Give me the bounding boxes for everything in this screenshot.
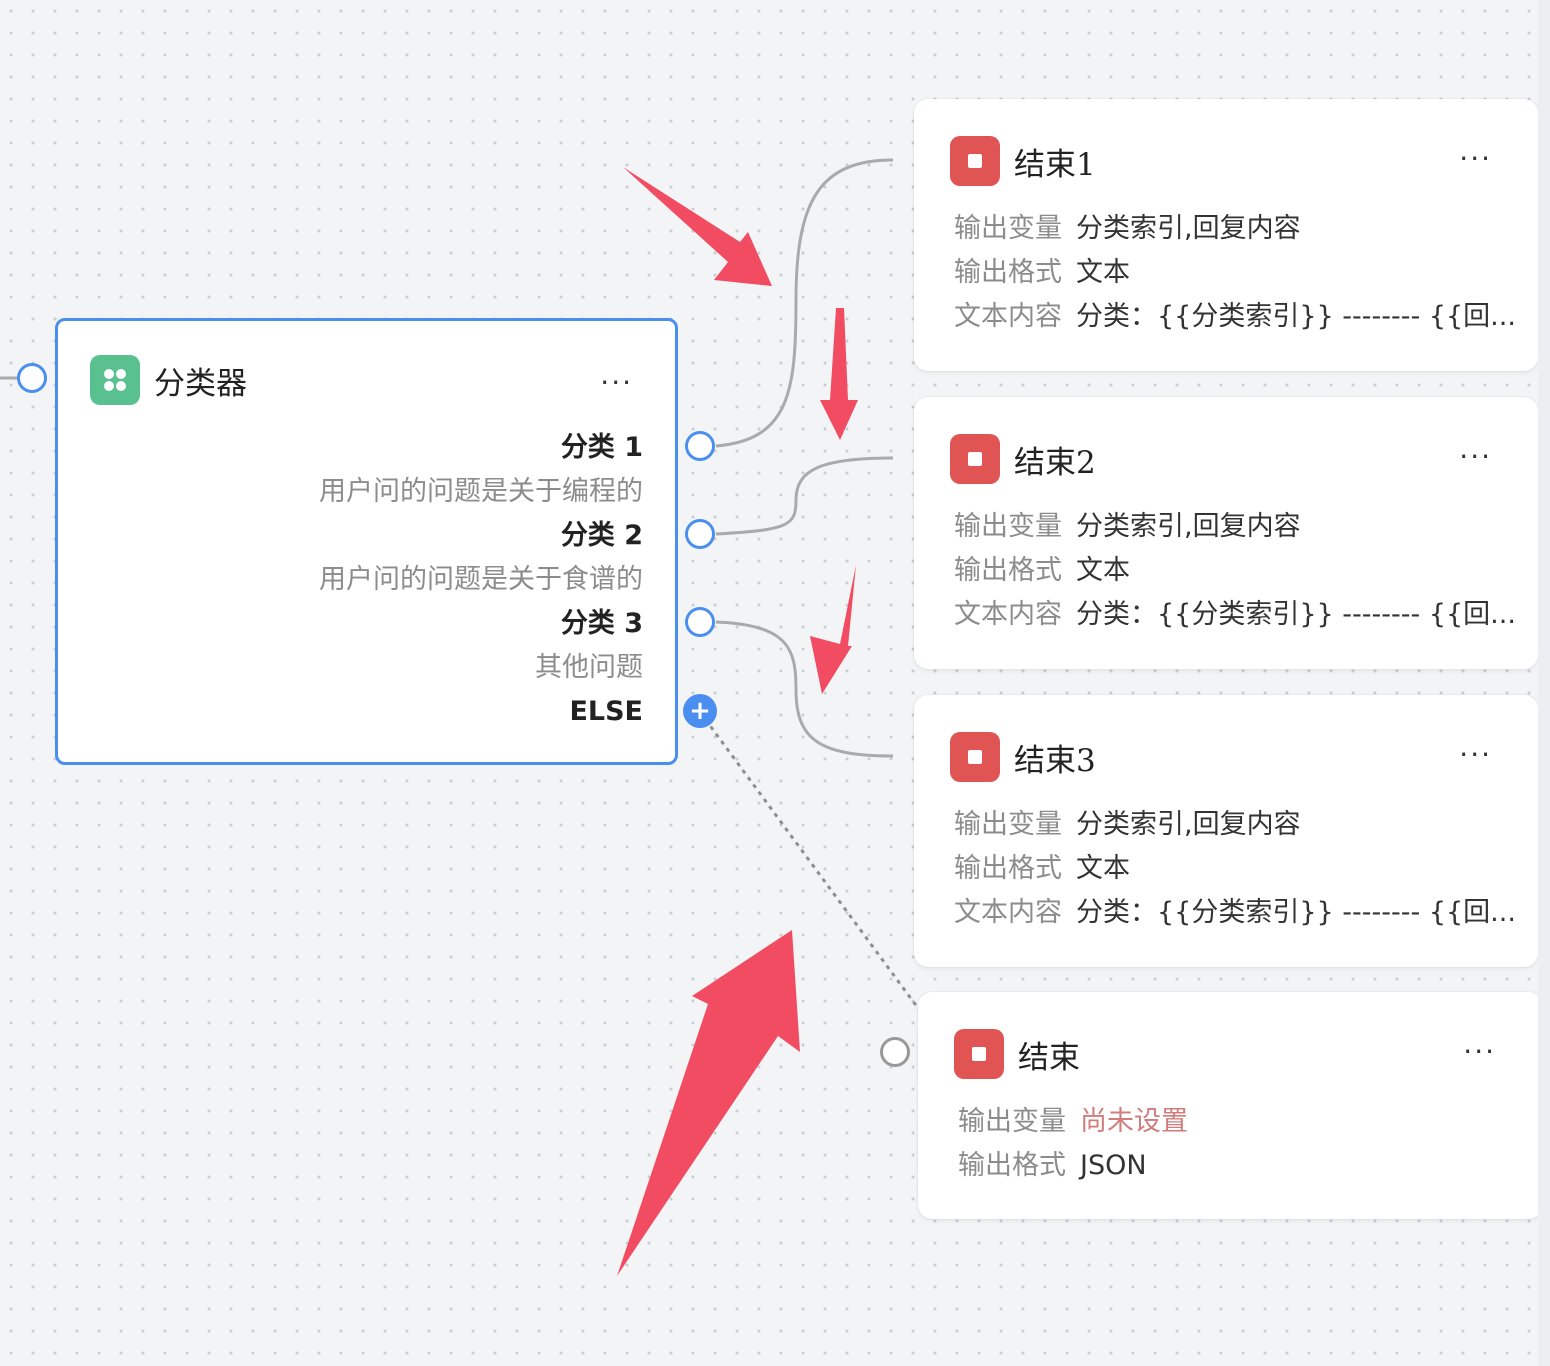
field-row: 输出格式文本	[954, 555, 1130, 586]
branch-2-output-port[interactable]	[685, 519, 715, 549]
stop-icon	[954, 1029, 1004, 1079]
branch-2-name: 分类 2	[560, 520, 643, 551]
stop-icon	[950, 136, 1000, 186]
field-row: 输出变量尚未设置	[958, 1106, 1188, 1137]
end-node-2-more-button[interactable]: ···	[1459, 440, 1492, 473]
edge-branch3-end3[interactable]	[715, 620, 894, 758]
classifier-input-port[interactable]	[17, 363, 47, 393]
end-node-1-header: 结束1	[950, 136, 1096, 186]
plus-icon: +	[689, 696, 711, 726]
end-node-3-more-button[interactable]: ···	[1459, 738, 1492, 771]
field-row: 输出变量分类索引,回复内容	[954, 809, 1301, 840]
end-node-1[interactable]: 结束1 ··· 输出变量分类索引,回复内容 输出格式文本 文本内容分类：{{分类…	[914, 99, 1538, 371]
classifier-more-button[interactable]: ···	[600, 366, 633, 399]
annotation-arrow-2	[820, 308, 858, 440]
canvas-edge-strip	[1538, 0, 1550, 1366]
classifier-node[interactable]: 分类器 ··· 分类 1 用户问的问题是关于编程的 分类 2 用户问的问题是关于…	[55, 318, 678, 765]
stop-icon	[950, 732, 1000, 782]
branch-3-name: 分类 3	[560, 608, 643, 639]
end-node-2-fields: 输出变量分类索引,回复内容 输出格式文本 文本内容分类：{{分类索引}} ---…	[954, 505, 1516, 637]
edge-branch2-end2[interactable]	[715, 456, 894, 536]
edge-branch1-end1[interactable]	[715, 158, 894, 448]
field-row: 文本内容分类：{{分类索引}} -------- {{回...	[954, 897, 1516, 928]
branch-1-desc: 用户问的问题是关于编程的	[319, 476, 643, 507]
end-node-3-title: 结束3	[1014, 742, 1096, 779]
end-node-2[interactable]: 结束2 ··· 输出变量分类索引,回复内容 输出格式文本 文本内容分类：{{分类…	[914, 397, 1538, 669]
end-node-2-title: 结束2	[1014, 444, 1096, 481]
field-row: 文本内容分类：{{分类索引}} -------- {{回...	[954, 301, 1516, 332]
branch-1-name: 分类 1	[560, 432, 643, 463]
end-node-2-header: 结束2	[950, 434, 1096, 484]
end-node-1-fields: 输出变量分类索引,回复内容 输出格式文本 文本内容分类：{{分类索引}} ---…	[954, 207, 1516, 339]
classifier-title: 分类器	[154, 365, 247, 402]
stop-icon	[950, 434, 1000, 484]
annotation-arrow-3	[810, 565, 856, 694]
branch-1-output-port[interactable]	[685, 431, 715, 461]
field-row: 输出变量分类索引,回复内容	[954, 511, 1301, 542]
end-node-3[interactable]: 结束3 ··· 输出变量分类索引,回复内容 输出格式文本 文本内容分类：{{分类…	[914, 695, 1538, 967]
end-node-3-fields: 输出变量分类索引,回复内容 输出格式文本 文本内容分类：{{分类索引}} ---…	[954, 803, 1516, 935]
field-row: 文本内容分类：{{分类索引}} -------- {{回...	[954, 599, 1516, 630]
classifier-grid-icon	[90, 355, 140, 405]
end-node-4-title: 结束	[1018, 1039, 1080, 1076]
branch-3-output-port[interactable]	[685, 607, 715, 637]
classifier-branches: 分类 1 用户问的问题是关于编程的 分类 2 用户问的问题是关于食谱的 分类 3…	[319, 426, 643, 734]
annotation-arrow-1	[623, 167, 772, 286]
branch-else-name: ELSE	[569, 696, 643, 727]
branch-3-desc: 其他问题	[535, 652, 643, 683]
else-add-port[interactable]: +	[683, 694, 717, 728]
field-row: 输出格式文本	[954, 853, 1130, 884]
end-node-3-header: 结束3	[950, 732, 1096, 782]
end-node-4-more-button[interactable]: ···	[1463, 1035, 1496, 1068]
end-node-4-input-port[interactable]	[880, 1037, 910, 1067]
field-row: 输出格式文本	[954, 257, 1130, 288]
annotation-arrow-4	[617, 930, 800, 1276]
end-node-4-header: 结束	[954, 1029, 1080, 1079]
unset-warning: 尚未设置	[1080, 1106, 1188, 1137]
branch-2-desc: 用户问的问题是关于食谱的	[319, 564, 643, 595]
classifier-header: 分类器	[90, 355, 247, 405]
field-row: 输出变量分类索引,回复内容	[954, 213, 1301, 244]
end-node-1-more-button[interactable]: ···	[1459, 142, 1492, 175]
end-node-1-title: 结束1	[1014, 146, 1096, 183]
